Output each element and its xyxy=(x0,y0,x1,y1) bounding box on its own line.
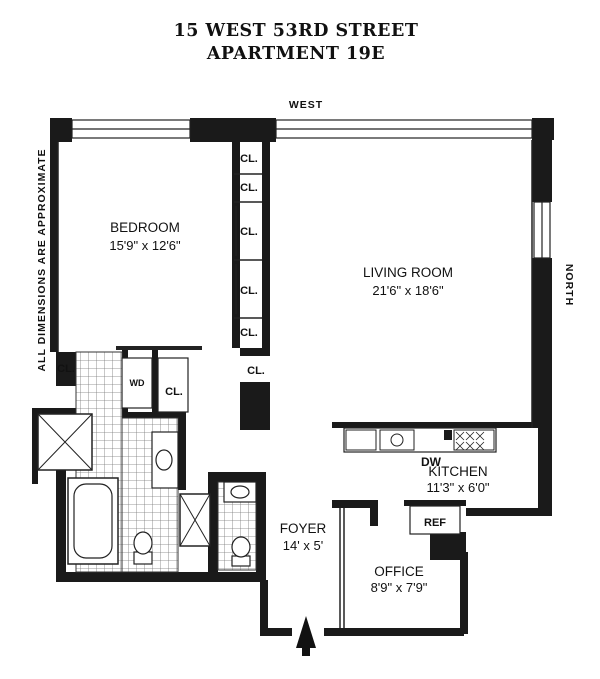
closet-label: CL. xyxy=(57,363,75,375)
toilet-main xyxy=(133,531,153,565)
dishwasher-label: DW xyxy=(421,455,442,469)
bedroom-dims: 15'9" x 12'6" xyxy=(109,238,181,253)
refrigerator-label: REF xyxy=(424,517,446,529)
refrigerator-box xyxy=(409,505,461,535)
closet-label: CL. xyxy=(165,386,183,398)
office-name: OFFICE xyxy=(374,564,424,579)
closet-label: CL. xyxy=(240,226,258,238)
shower-left xyxy=(37,413,93,471)
shower-right xyxy=(179,493,211,547)
entry-arrow-icon xyxy=(296,616,316,656)
toilet-half xyxy=(231,536,251,567)
kitchen-name: KITCHEN xyxy=(428,464,487,479)
kitchen-counter xyxy=(343,427,497,453)
living-room-dims: 21'6" x 18'6" xyxy=(372,283,444,298)
closet-label: CL. xyxy=(240,327,258,339)
address-title: 15 WEST 53RD STREET xyxy=(174,21,419,41)
foyer-name: FOYER xyxy=(280,521,327,536)
room-outlines xyxy=(57,140,533,628)
washer-dryer-box xyxy=(121,357,153,409)
closet-label: CL. xyxy=(247,365,265,377)
closet-label: CL. xyxy=(240,182,258,194)
north-label: NORTH xyxy=(563,264,575,306)
dimensions-note: ALL DIMENSIONS ARE APPROXIMATE xyxy=(36,148,48,371)
bedroom-name: BEDROOM xyxy=(110,220,180,235)
office-dims: 8'9" x 7'9" xyxy=(371,580,428,595)
west-label: WEST xyxy=(289,99,323,111)
walls xyxy=(32,118,554,636)
apartment-title: APARTMENT 19E xyxy=(206,44,385,64)
closet-label: CL. xyxy=(240,285,258,297)
bathtub xyxy=(67,477,119,565)
bath-sink xyxy=(151,431,179,489)
washer-dryer-label: WD xyxy=(130,378,145,388)
half-bath-sink xyxy=(223,481,257,503)
bath-door-header xyxy=(116,346,202,350)
bath-closet-box xyxy=(157,357,189,413)
closet-label: CL. xyxy=(240,153,258,165)
foyer-dims: 14' x 5' xyxy=(283,538,323,553)
living-room-name: LIVING ROOM xyxy=(363,265,453,280)
windows xyxy=(71,119,551,259)
kitchen-dims: 11'3" x 6'0" xyxy=(426,480,489,495)
